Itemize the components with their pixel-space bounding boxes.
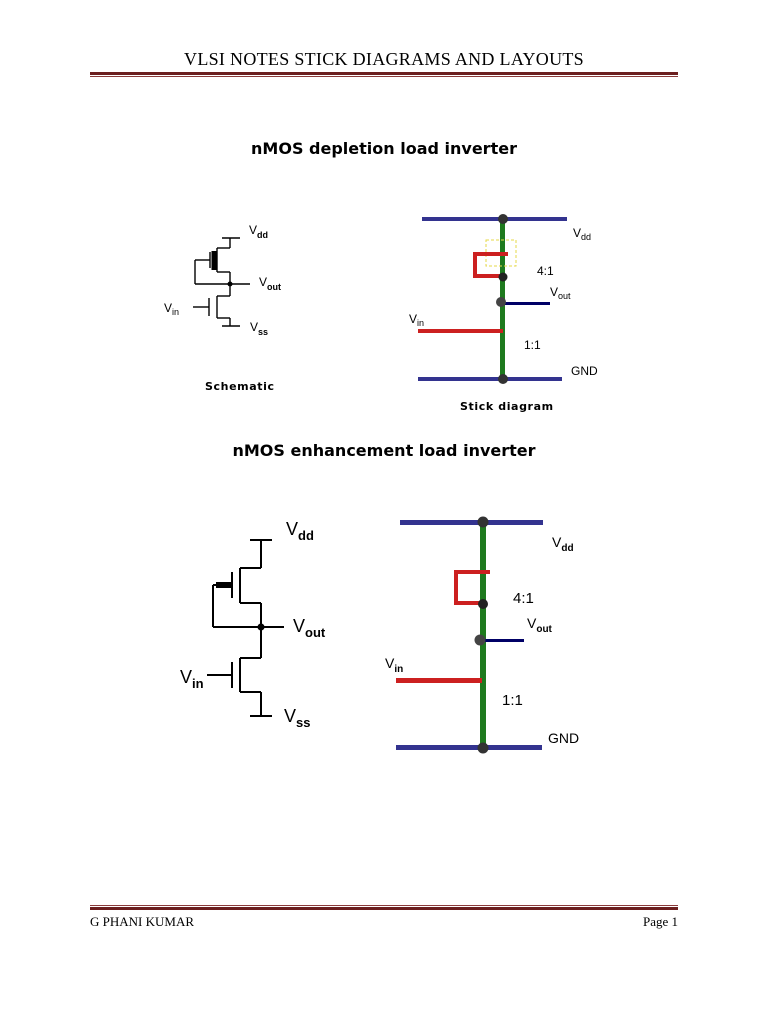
schematic2-vss-label: Vss	[284, 706, 310, 730]
load-contact	[498, 272, 508, 282]
section-title-enhancement: nMOS enhancement load inverter	[232, 441, 536, 460]
vout-contact-2	[474, 634, 486, 646]
depletion-schematic: Vdd Vout Vin Vss Schematic Vdd 4:1 Vout …	[164, 214, 598, 413]
vout-metal-2	[482, 639, 524, 642]
vout-contact	[496, 297, 506, 307]
stick2-ratio-top: 4:1	[513, 590, 534, 607]
stick2-vout-label: Vout	[527, 615, 553, 635]
vin-poly-2	[396, 678, 482, 683]
schematic1-caption: Schematic	[205, 380, 275, 393]
footer-page-number: Page 1	[642, 914, 678, 929]
stick2-ratio-bottom: 1:1	[502, 692, 523, 709]
load-gate-poly-2	[454, 570, 490, 605]
load-contact-2	[478, 599, 488, 609]
footer-rule	[90, 905, 678, 910]
vdd-rail	[422, 217, 567, 221]
stick1-caption: Stick diagram	[460, 400, 554, 413]
header-title: VLSI NOTES STICK DIAGRAMS AND LAYOUTS	[184, 49, 584, 69]
stick1-vout-label: Vout	[550, 285, 571, 301]
vout-metal	[503, 302, 550, 305]
vin-poly	[418, 329, 503, 333]
gnd-rail	[418, 377, 562, 381]
schematic1-vout-label: Vout	[259, 275, 281, 292]
header-rule	[90, 72, 678, 77]
depletion-implant-box	[485, 239, 517, 267]
schematic1-vin-label: Vin	[164, 301, 179, 317]
stick2-gnd-label: GND	[548, 730, 579, 746]
stick1-vin-label: Vin	[409, 312, 424, 328]
schematic1-vss-label: Vss	[250, 320, 268, 337]
depletion-implant-mark	[211, 251, 217, 270]
stick1-ratio-top: 4:1	[537, 264, 554, 278]
vdd-contact-2	[477, 516, 489, 528]
enhancement-figure: Vdd Vout Vin Vss Vdd 4:1 Vout Vin 1:1 GN…	[180, 516, 579, 754]
stick1-ratio-bottom: 1:1	[524, 338, 541, 352]
stick2-vin-label: Vin	[385, 655, 403, 675]
depletion-stick-diagram	[418, 214, 567, 384]
schematic2-vdd-label: Vdd	[286, 519, 314, 543]
section-title-depletion: nMOS depletion load inverter	[251, 139, 517, 158]
vdd-rail-2	[400, 520, 543, 525]
gnd-contact	[498, 374, 508, 384]
footer-author: G PHANI KUMAR	[90, 914, 195, 929]
gate-connection-mark	[216, 582, 232, 588]
load-gate-poly	[473, 252, 508, 278]
stick1-vdd-label: Vdd	[573, 226, 591, 242]
output-node-2	[257, 623, 265, 631]
enhancement-schematic	[207, 539, 284, 717]
output-node	[227, 281, 233, 287]
gnd-contact-2	[477, 742, 489, 754]
schematic1-vdd-label: Vdd	[249, 223, 268, 240]
vdd-contact	[498, 214, 508, 224]
schematic2-vin-label: Vin	[180, 667, 204, 691]
stick1-gnd-label: GND	[571, 364, 598, 378]
schematic2-vout-label: Vout	[293, 616, 326, 640]
gnd-rail-2	[396, 745, 542, 750]
enhancement-stick-diagram	[396, 516, 543, 754]
stick2-vdd-label: Vdd	[552, 534, 574, 554]
